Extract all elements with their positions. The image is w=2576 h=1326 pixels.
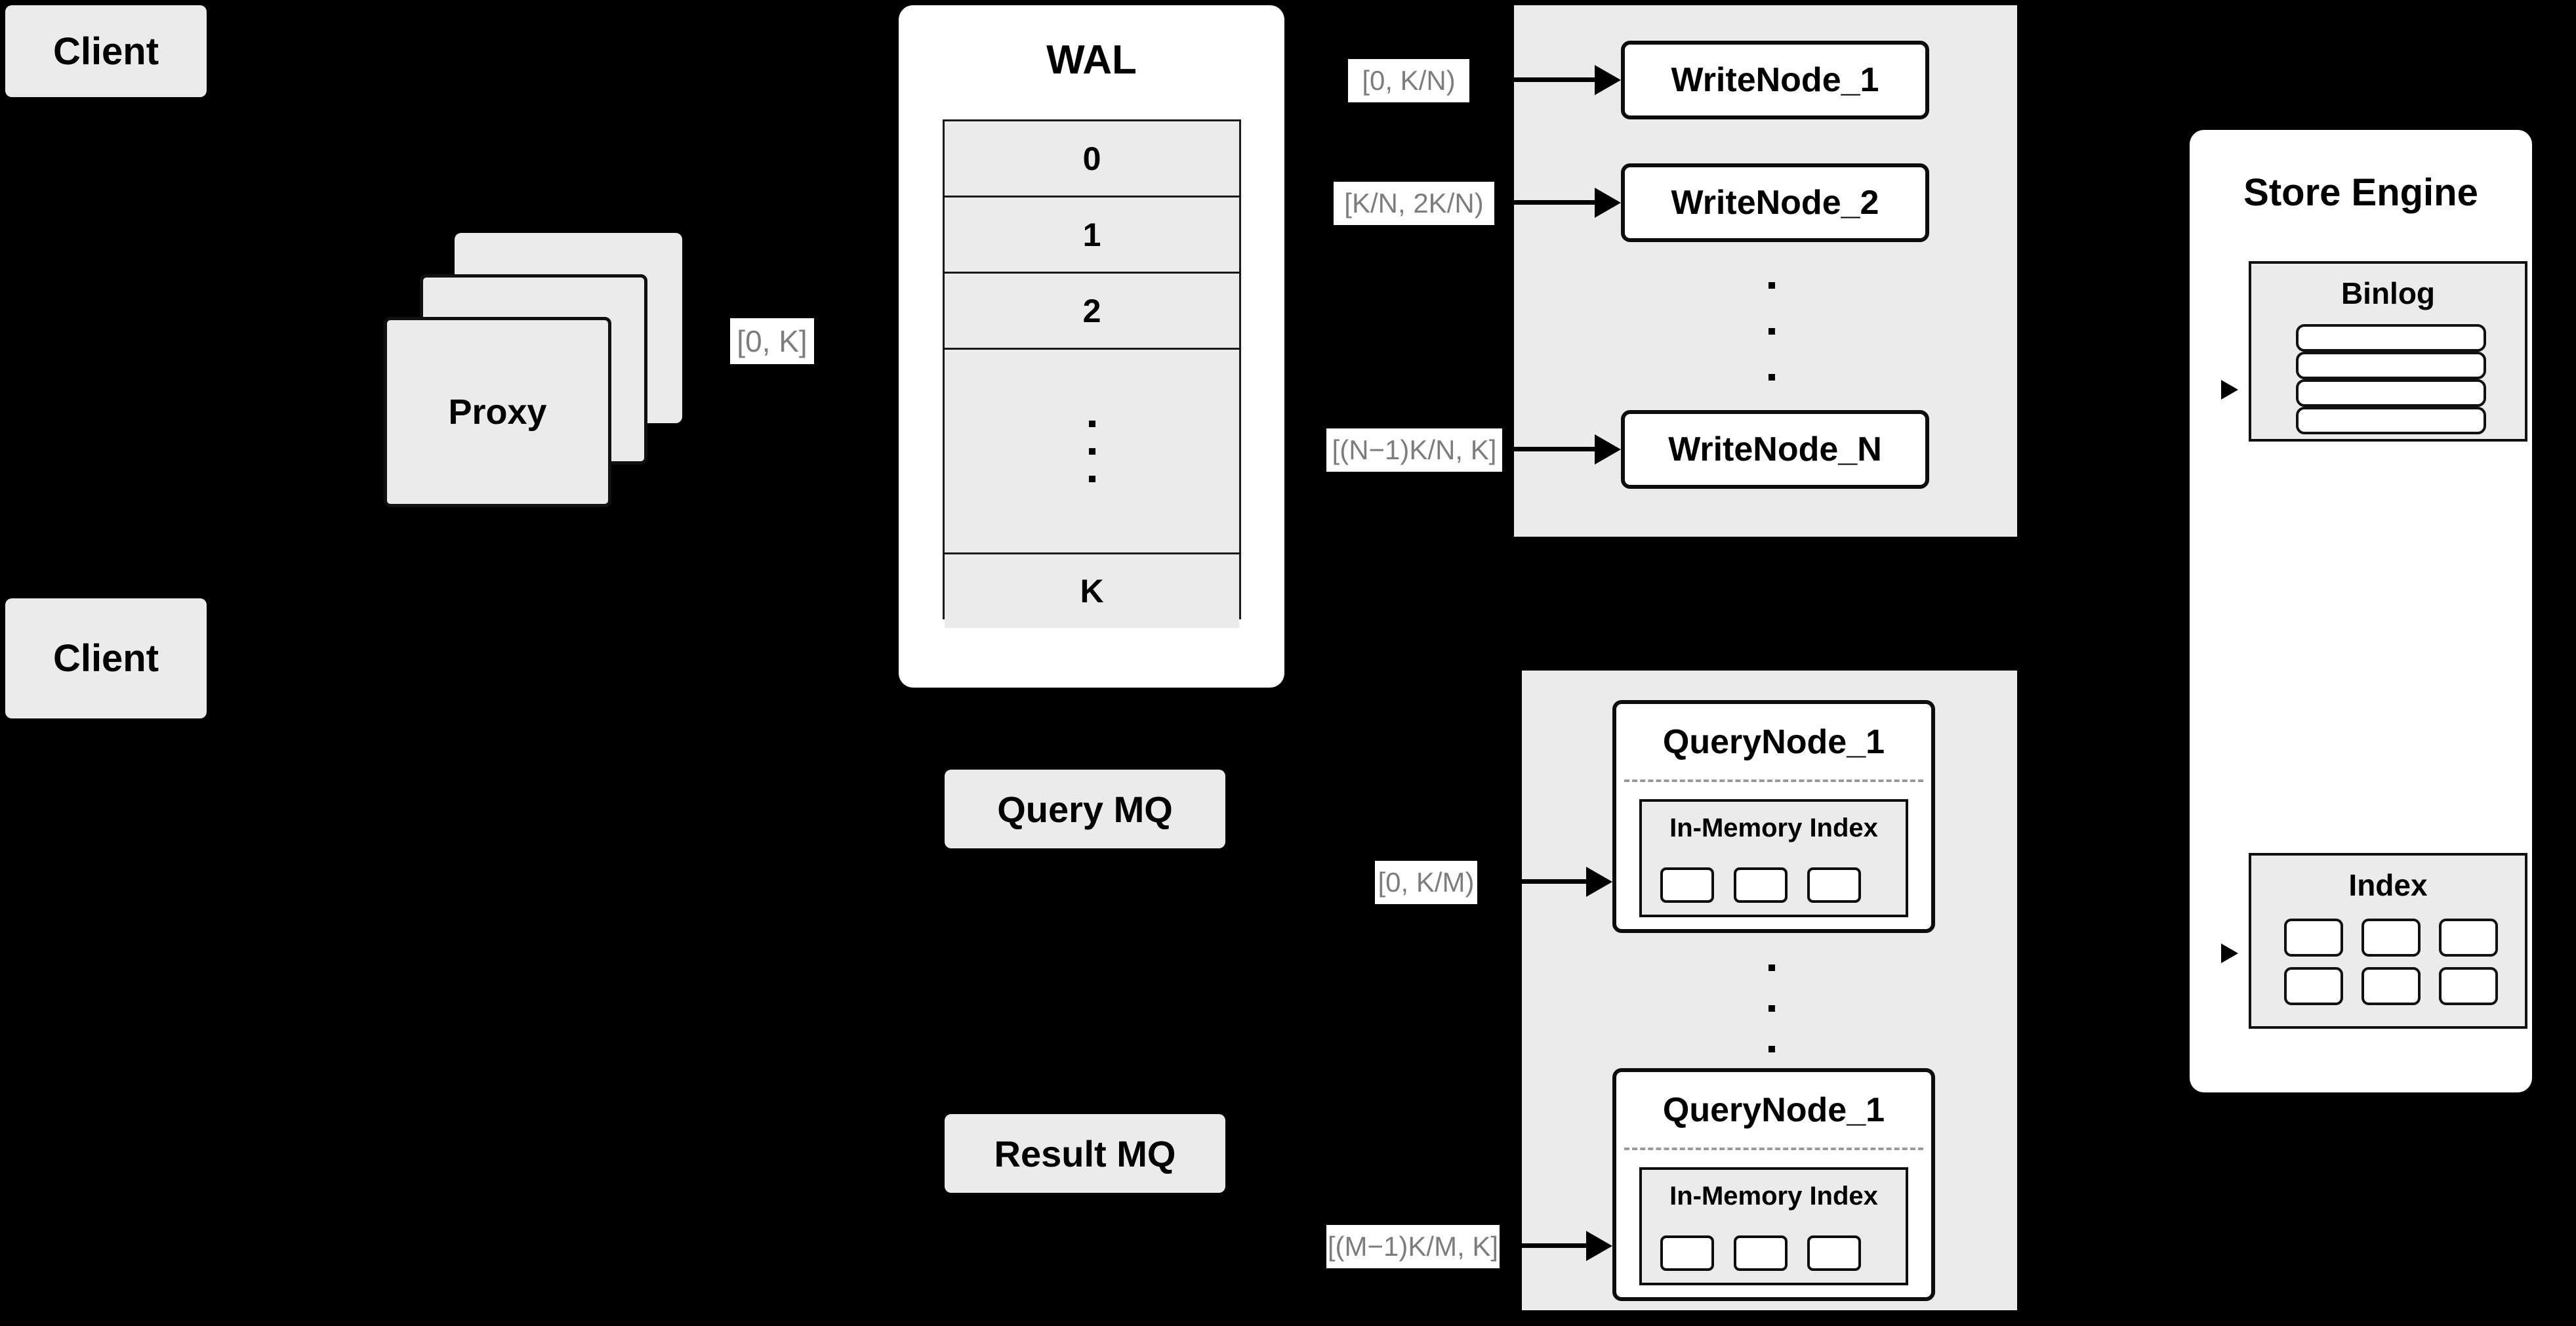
index-cell[interactable] <box>1807 867 1861 903</box>
index-cell[interactable] <box>1807 1235 1861 1271</box>
query-node-2[interactable]: QueryNode_1 In-Memory Index <box>1612 1068 1935 1301</box>
write-node-label: WriteNode_1 <box>1671 61 1879 99</box>
wal-entry[interactable]: 1 <box>945 197 1239 274</box>
binlog-box: Binlog <box>2249 261 2527 442</box>
interval-text: [(N−1)K/N, K] <box>1332 434 1497 465</box>
label-write-node-n-interval: [(N−1)K/N, K] <box>1326 428 1502 472</box>
store-engine-panel: Store Engine Binlog Index <box>2190 130 2532 1092</box>
write-node-label: WriteNode_N <box>1668 430 1882 468</box>
arrow-line-query-2 <box>1519 1243 1591 1248</box>
index-cell[interactable] <box>1734 867 1788 903</box>
write-node-ellipsis <box>1768 282 1782 400</box>
arrow-head-to-binlog-inner <box>2221 380 2238 400</box>
arrow-head-query-1 <box>1586 867 1612 897</box>
index-cell[interactable] <box>2361 919 2421 957</box>
in-memory-index-title: In-Memory Index <box>1669 1182 1878 1211</box>
binlog-row[interactable] <box>2296 379 2486 407</box>
write-node-n[interactable]: WriteNode_N <box>1621 410 1929 489</box>
query-mq-label: Query MQ <box>997 788 1173 830</box>
query-node-divider <box>1624 779 1923 782</box>
index-cell[interactable] <box>2284 967 2343 1005</box>
label-write-node-1-interval: [0, K/N) <box>1348 59 1469 102</box>
interval-text: [0, K] <box>737 324 808 358</box>
query-node-ellipsis <box>1768 964 1782 1083</box>
binlog-row[interactable] <box>2296 407 2486 434</box>
wal-entry-label: 2 <box>1082 292 1101 329</box>
client-label: Client <box>52 30 159 73</box>
index-cell[interactable] <box>1660 867 1714 903</box>
arrow-head-query-2 <box>1586 1231 1612 1261</box>
wal-entry[interactable]: 2 <box>945 274 1239 350</box>
binlog-row[interactable] <box>2296 352 2486 379</box>
in-memory-index-title: In-Memory Index <box>1669 814 1878 842</box>
query-node-title: QueryNode_1 <box>1662 723 1885 761</box>
index-cell[interactable] <box>2439 919 2498 957</box>
wal-entry-label: K <box>1080 573 1104 610</box>
query-node-title: QueryNode_1 <box>1662 1091 1885 1129</box>
write-node-label: WriteNode_2 <box>1671 184 1879 222</box>
interval-text: [(M−1)K/M, K] <box>1327 1231 1499 1262</box>
label-query-node-2-interval: [(M−1)K/M, K] <box>1326 1225 1500 1268</box>
client-label: Client <box>52 637 159 680</box>
arrow-line-write-2 <box>1511 200 1599 205</box>
arrow-line-to-binlog <box>2191 388 2230 392</box>
interval-text: [K/N, 2K/N) <box>1344 188 1484 218</box>
result-mq-label: Result MQ <box>994 1132 1176 1174</box>
index-cell[interactable] <box>1734 1235 1788 1271</box>
interval-text: [0, K/N) <box>1362 65 1456 96</box>
index-cell[interactable] <box>1660 1235 1714 1271</box>
index-cell[interactable] <box>2439 967 2498 1005</box>
result-mq-box[interactable]: Result MQ <box>945 1114 1225 1193</box>
index-box: Index <box>2249 853 2527 1029</box>
client-box-1[interactable]: Client <box>5 5 207 97</box>
proxy-sheet-front[interactable]: Proxy <box>384 317 611 507</box>
index-title: Index <box>2348 868 2428 902</box>
query-mq-box[interactable]: Query MQ <box>945 770 1225 848</box>
client-box-2[interactable]: Client <box>5 598 207 718</box>
arrow-head-to-index-inner <box>2221 943 2238 963</box>
write-node-2[interactable]: WriteNode_2 <box>1621 163 1929 242</box>
in-memory-index-box-2: In-Memory Index <box>1639 1167 1908 1285</box>
proxy-label: Proxy <box>448 392 547 432</box>
wal-title: WAL <box>1046 37 1137 83</box>
interval-text: [0, K/M) <box>1378 867 1475 898</box>
arrow-line-to-index <box>2191 951 2230 955</box>
store-engine-title: Store Engine <box>2243 171 2478 214</box>
label-proxy-to-wal: [0, K] <box>730 318 814 364</box>
binlog-row[interactable] <box>2296 324 2486 352</box>
in-memory-index-box-1: In-Memory Index <box>1639 799 1908 917</box>
arrow-head-write-2 <box>1595 188 1621 218</box>
label-write-node-2-interval: [K/N, 2K/N) <box>1334 182 1494 225</box>
arrow-line-query-1 <box>1519 879 1591 884</box>
wal-entry-ellipsis <box>945 350 1239 554</box>
write-node-1[interactable]: WriteNode_1 <box>1621 41 1929 119</box>
binlog-title: Binlog <box>2341 276 2436 310</box>
wal-entry-label: 0 <box>1082 140 1101 177</box>
label-query-node-1-interval: [0, K/M) <box>1375 861 1477 904</box>
arrow-line-write-n <box>1511 447 1599 451</box>
arrow-head-write-1 <box>1595 65 1621 95</box>
query-node-divider <box>1624 1148 1923 1150</box>
wal-entry[interactable]: K <box>945 554 1239 628</box>
wal-entry-list: 0 1 2 K <box>943 119 1241 628</box>
arrow-line-write-1 <box>1511 77 1599 82</box>
index-cell[interactable] <box>2361 967 2421 1005</box>
index-cell[interactable] <box>2284 919 2343 957</box>
wal-entry-label: 1 <box>1082 216 1101 253</box>
arrow-head-write-n <box>1595 434 1621 465</box>
wal-entry[interactable]: 0 <box>945 121 1239 197</box>
query-node-1[interactable]: QueryNode_1 In-Memory Index <box>1612 700 1935 933</box>
